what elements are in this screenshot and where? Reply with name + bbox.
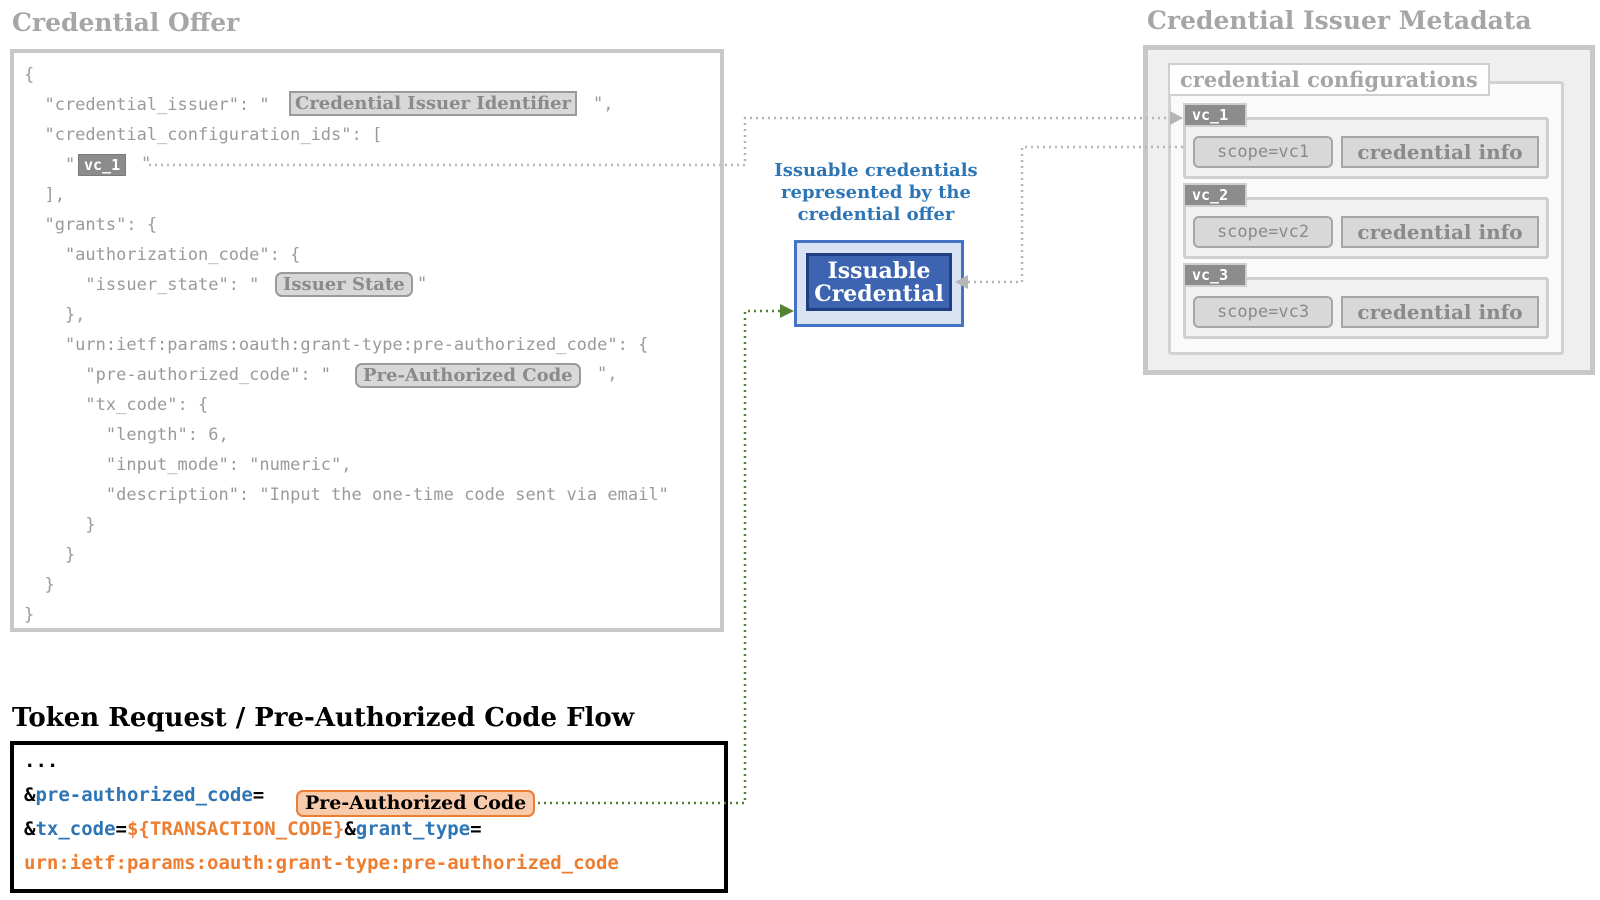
credential-configurations-label: credential configurations bbox=[1168, 63, 1490, 96]
code-line: "credential_configuration_ids": [ bbox=[24, 125, 383, 145]
credential-info-box: credential info bbox=[1341, 296, 1539, 328]
config-id-vc1-placeholder: vc_1 bbox=[78, 154, 127, 176]
code-line: "tx_code": { bbox=[24, 395, 209, 415]
code-line: } bbox=[24, 545, 76, 565]
param-tx-code: tx_code bbox=[35, 818, 116, 840]
credential-info-box: credential info bbox=[1341, 136, 1539, 168]
code-line: { bbox=[24, 65, 35, 85]
code-line: "urn:ietf:params:oauth:grant-type:pre-au… bbox=[24, 335, 649, 355]
amp: & bbox=[24, 784, 36, 806]
code-line: "pre-authorized_code": " bbox=[24, 365, 332, 385]
code-line: "length": 6, bbox=[24, 425, 229, 445]
scope-pill: scope=vc2 bbox=[1193, 216, 1333, 248]
code-line: "input_mode": "numeric", bbox=[24, 455, 352, 475]
scope-pill: scope=vc3 bbox=[1193, 296, 1333, 328]
pre-authorized-code-placeholder: Pre-Authorized Code bbox=[355, 363, 581, 388]
code-line: "authorization_code": { bbox=[24, 245, 301, 265]
issuer-state-placeholder: Issuer State bbox=[275, 272, 413, 297]
code-line: } bbox=[24, 605, 35, 625]
wire-token-to-issuable bbox=[538, 309, 780, 805]
equals: = bbox=[115, 818, 127, 840]
tx-code-value: ${TRANSACTION_CODE} bbox=[126, 818, 345, 840]
code-line: } bbox=[24, 575, 55, 595]
pre-authorized-code-value: Pre-Authorized Code bbox=[296, 790, 536, 817]
equals: = bbox=[470, 818, 482, 840]
credential-offer-title: Credential Offer bbox=[12, 8, 240, 37]
wire-metadata-to-issuable bbox=[968, 145, 1183, 284]
code-line: } bbox=[24, 515, 96, 535]
equals: = bbox=[252, 784, 265, 806]
metadata-title: Credential Issuer Metadata bbox=[1147, 6, 1532, 35]
credential-info-box: credential info bbox=[1341, 216, 1539, 248]
param-pre-authorized-code: pre-authorized_code bbox=[35, 784, 253, 806]
code-line: "issuer_state": " bbox=[24, 275, 260, 295]
issuable-label-line1: Issuable bbox=[827, 258, 931, 284]
code-line: "credential_issuer": " bbox=[24, 95, 270, 115]
issuable-credential-box: Issuable Credential bbox=[806, 253, 952, 311]
arrowhead bbox=[955, 275, 968, 289]
token-line-1: &pre-authorized_code= bbox=[24, 783, 264, 807]
param-grant-type: grant_type bbox=[355, 818, 471, 840]
vc-config-id: vc_2 bbox=[1183, 183, 1247, 207]
grant-type-value: urn:ietf:params:oauth:grant-type:pre-aut… bbox=[24, 852, 619, 874]
code-line: " bbox=[24, 155, 76, 175]
scope-pill: scope=vc1 bbox=[1193, 136, 1333, 168]
amp: & bbox=[344, 818, 356, 840]
wire-offer-to-metadata bbox=[149, 116, 1172, 167]
amp: & bbox=[24, 818, 36, 840]
issuable-credentials-note: Issuable credentials represented by the … bbox=[774, 160, 978, 225]
token-request-title: Token Request / Pre-Authorized Code Flow bbox=[12, 703, 635, 733]
credential-offer-box: { "credential_issuer": " "credential_con… bbox=[10, 49, 724, 632]
code-suffix: " bbox=[141, 154, 152, 174]
vc-config-id: vc_3 bbox=[1183, 263, 1247, 287]
token-line-2: &tx_code=${TRANSACTION_CODE}&grant_type= bbox=[24, 817, 482, 841]
arrowhead bbox=[780, 304, 794, 318]
code-line: "grants": { bbox=[24, 215, 158, 235]
vc-config-id: vc_1 bbox=[1183, 103, 1247, 127]
code-line: ], bbox=[24, 185, 65, 205]
code-suffix: ", bbox=[593, 94, 614, 114]
token-request-box: ... &pre-authorized_code= &tx_code=${TRA… bbox=[10, 741, 728, 893]
code-suffix: " bbox=[417, 274, 428, 294]
credential-issuer-identifier-placeholder: Credential Issuer Identifier bbox=[289, 91, 578, 116]
code-suffix: ", bbox=[597, 364, 618, 384]
ellipsis: ... bbox=[24, 750, 59, 772]
code-line: }, bbox=[24, 305, 86, 325]
arrowhead bbox=[1170, 111, 1183, 125]
issuable-label-line2: Credential bbox=[814, 281, 944, 307]
code-line: "description": "Input the one-time code … bbox=[24, 485, 669, 505]
